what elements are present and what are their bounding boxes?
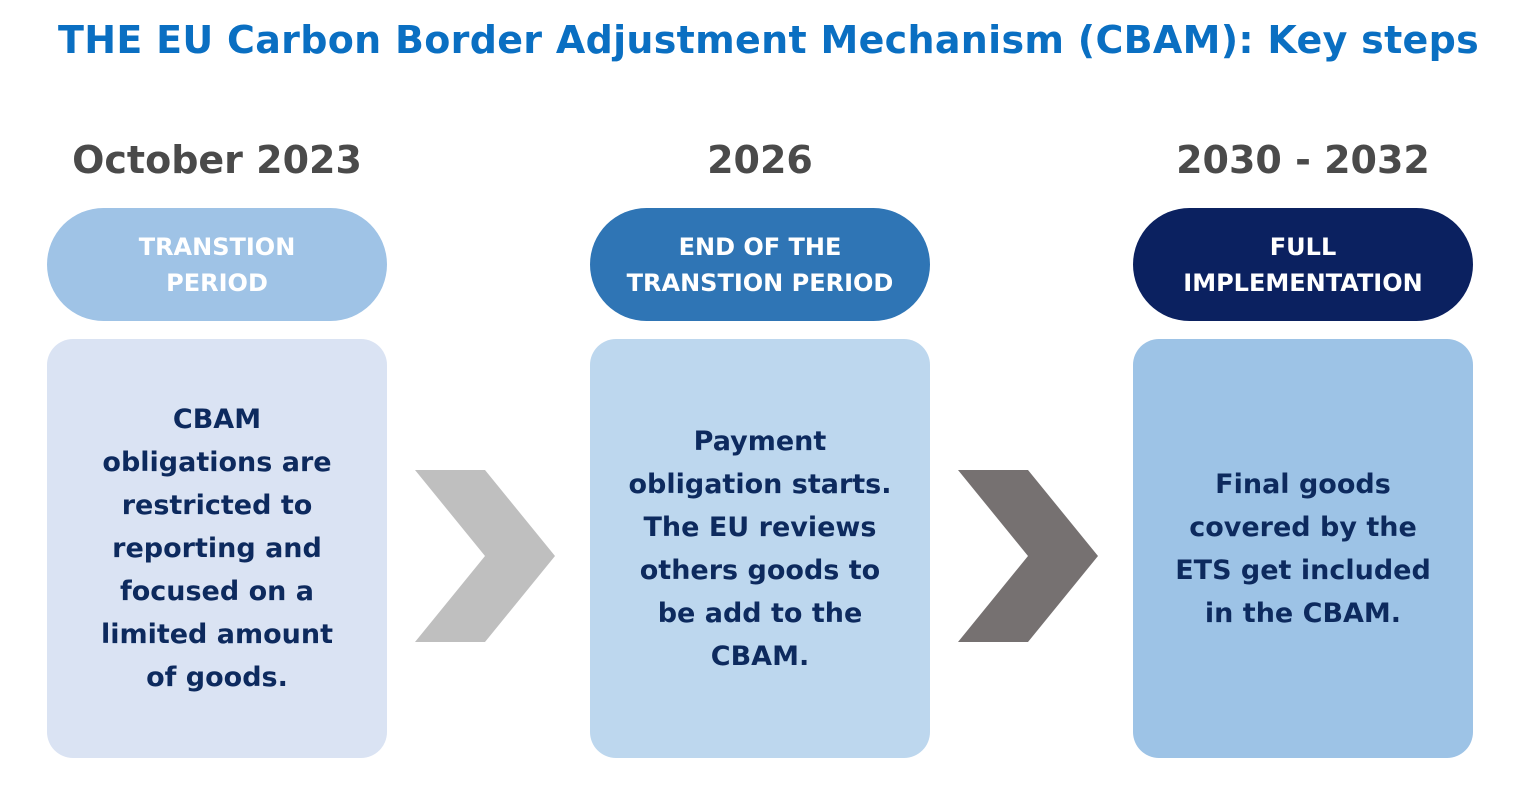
- step-date: 2030 - 2032: [1176, 138, 1430, 182]
- step-october-2023: October 2023 TRANSTION PERIOD CBAM oblig…: [47, 0, 387, 788]
- step-2030-2032: 2030 - 2032 FULL IMPLEMENTATION Final go…: [1133, 0, 1473, 788]
- step-description: Final goods covered by the ETS get inclu…: [1133, 339, 1473, 758]
- step-date: 2026: [707, 138, 813, 182]
- phase-label-full-implementation: FULL IMPLEMENTATION: [1133, 208, 1473, 321]
- step-description: CBAM obligations are restricted to repor…: [47, 339, 387, 758]
- phase-label-transition-period: TRANSTION PERIOD: [47, 208, 387, 321]
- chevron-right-icon: [958, 470, 1098, 642]
- step-date: October 2023: [72, 138, 362, 182]
- step-2026: 2026 END OF THE TRANSTION PERIOD Payment…: [590, 0, 930, 788]
- step-description: Payment obligation starts. The EU review…: [590, 339, 930, 758]
- page-title: THE EU Carbon Border Adjustment Mechanis…: [58, 18, 1480, 62]
- chevron-right-icon: [415, 470, 555, 642]
- phase-label-end-of-transition: END OF THE TRANSTION PERIOD: [590, 208, 930, 321]
